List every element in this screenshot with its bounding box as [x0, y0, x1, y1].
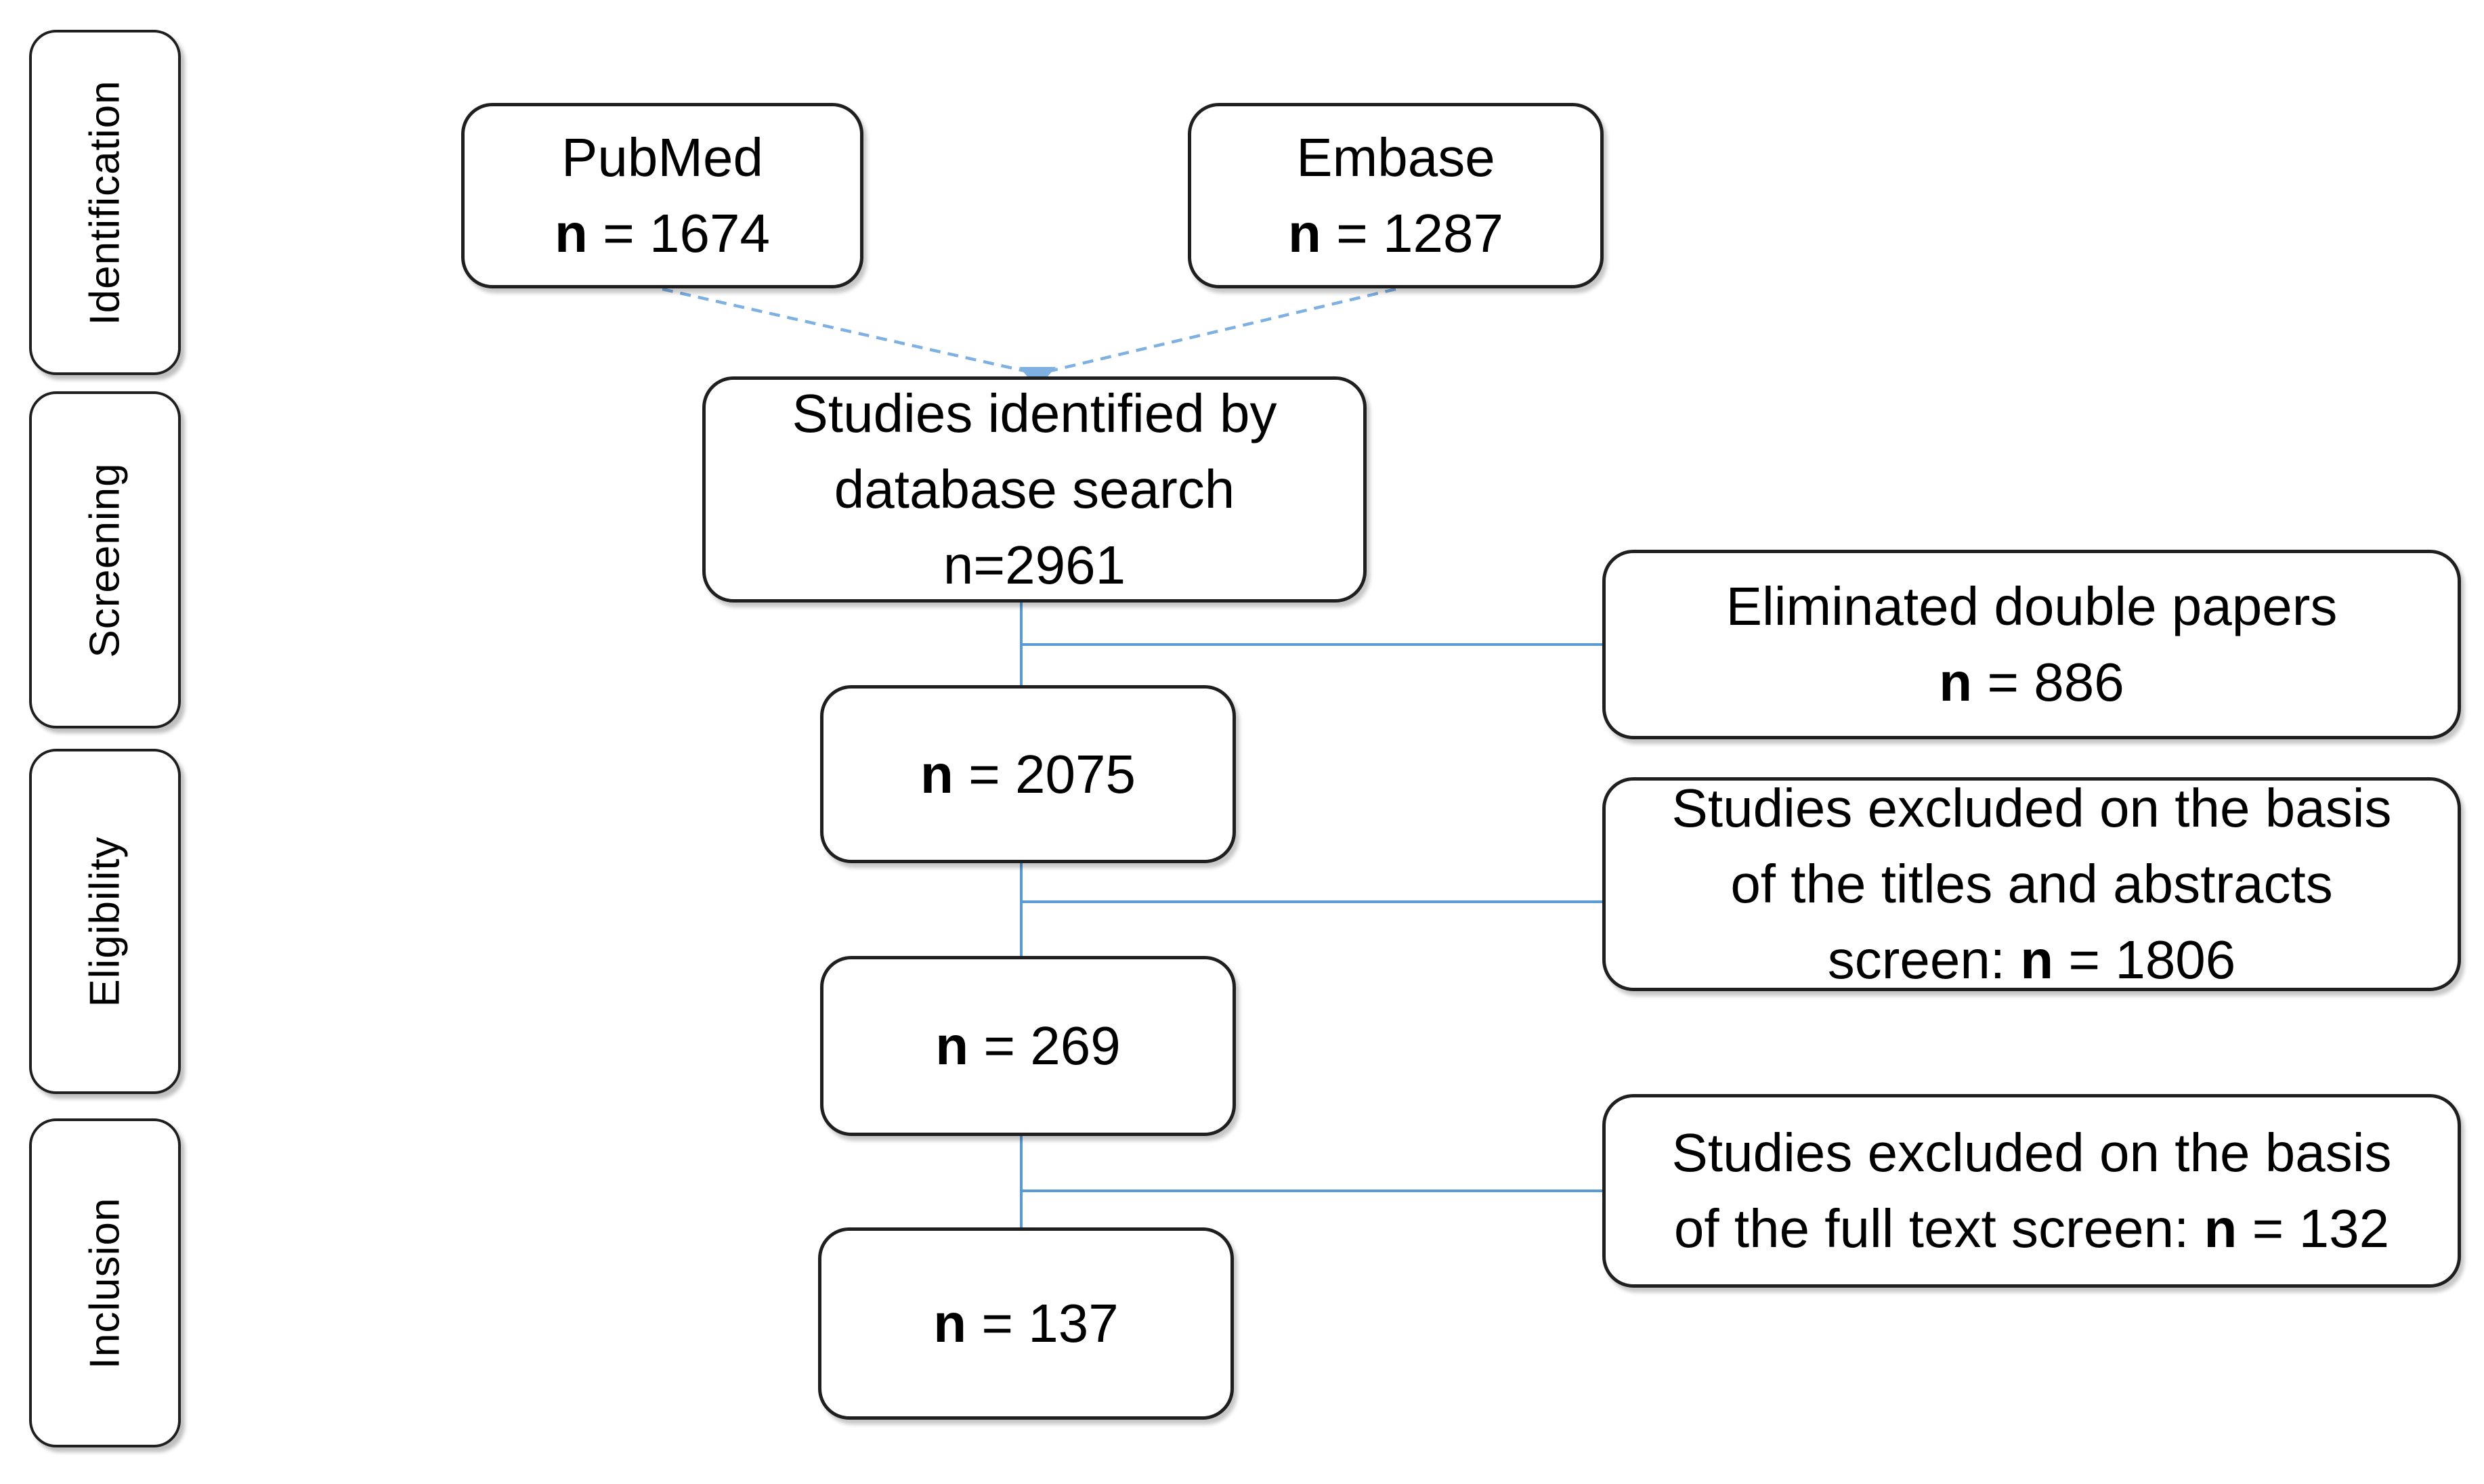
stage-identification: Identification: [29, 30, 181, 375]
excluded-titles-count: screen: n = 1806: [1828, 922, 2236, 998]
eliminated-doubles-box: Eliminated double papers n = 886: [1602, 550, 2461, 739]
excluded-titles-line1: Studies excluded on the basis: [1671, 778, 2392, 838]
connector-to-excluded-titles-box: [1021, 900, 1602, 903]
excluded-titles-prefix: screen:: [1827, 930, 2006, 990]
studies-identified-box: Studies identified by database search n=…: [702, 376, 1367, 603]
included-count: n = 137: [933, 1286, 1119, 1361]
eligible-n-value: = 269: [983, 1016, 1121, 1076]
connector-eligible-to-included: [1020, 1135, 1023, 1229]
pubmed-source-box: PubMed n = 1674: [461, 103, 863, 288]
embase-count: n = 1287: [1288, 196, 1503, 271]
screened-count: n = 2075: [920, 737, 1136, 812]
stage-label-screening: Screening: [81, 462, 129, 658]
eliminated-n-symbol: n: [1939, 652, 1973, 712]
screened-count-box: n = 2075: [820, 685, 1236, 863]
screened-n-value: = 2075: [968, 743, 1136, 804]
embase-n-symbol: n: [1287, 203, 1321, 263]
pubmed-n-symbol: n: [554, 203, 588, 263]
included-n-symbol: n: [933, 1293, 967, 1353]
connector-screened-to-eligible: [1020, 862, 1023, 957]
stage-screening: Screening: [29, 391, 181, 728]
excluded-titles-line2: of the titles and abstracts: [1730, 854, 2333, 914]
included-count-box: n = 137: [818, 1227, 1234, 1420]
identified-count: n=2961: [943, 535, 1126, 595]
identified-line1: Studies identified by: [792, 383, 1277, 443]
stage-label-identification: Identification: [81, 79, 129, 326]
embase-merge-line: [1046, 287, 1396, 374]
pubmed-count: n = 1674: [555, 196, 770, 271]
excluded-titles-n-symbol: n: [2020, 930, 2054, 990]
stage-eligibility: Eligibility: [29, 749, 181, 1094]
included-n-value: = 137: [981, 1293, 1119, 1353]
connector-to-eliminated-box: [1021, 643, 1602, 646]
embase-source-box: Embase n = 1287: [1188, 103, 1604, 288]
pubmed-merge-line: [662, 287, 1029, 374]
eligible-count: n = 269: [935, 1008, 1121, 1084]
pubmed-title: PubMed: [561, 127, 763, 188]
excluded-fulltext-box: Studies excluded on the basis of the ful…: [1602, 1094, 2461, 1288]
excluded-fulltext-n-value: = 132: [2252, 1198, 2390, 1259]
excluded-titles-abstracts-box: Studies excluded on the basis of the tit…: [1602, 777, 2461, 991]
excluded-fulltext-line1: Studies excluded on the basis: [1671, 1122, 2392, 1183]
eligible-count-box: n = 269: [820, 956, 1236, 1136]
eliminated-n-value: = 886: [1987, 652, 2124, 712]
connector-to-excluded-fulltext-box: [1021, 1190, 1602, 1192]
embase-n-value: = 1287: [1336, 203, 1504, 263]
eliminated-line1: Eliminated double papers: [1726, 576, 2338, 636]
embase-title: Embase: [1296, 127, 1495, 188]
stage-inclusion: Inclusion: [29, 1118, 181, 1447]
excluded-fulltext-count: of the full text screen: n = 132: [1674, 1191, 2389, 1267]
excluded-fulltext-n-symbol: n: [2204, 1198, 2237, 1259]
eligible-n-symbol: n: [935, 1016, 969, 1076]
eliminated-count: n = 886: [1939, 645, 2124, 720]
excluded-titles-n-value: = 1806: [2068, 930, 2236, 990]
identified-line2: database search: [834, 459, 1235, 519]
excluded-fulltext-prefix: of the full text screen:: [1673, 1198, 2189, 1259]
stage-label-inclusion: Inclusion: [81, 1197, 129, 1369]
stage-label-eligibility: Eligibility: [81, 835, 129, 1007]
pubmed-n-value: = 1674: [603, 203, 771, 263]
screened-n-symbol: n: [920, 743, 954, 804]
